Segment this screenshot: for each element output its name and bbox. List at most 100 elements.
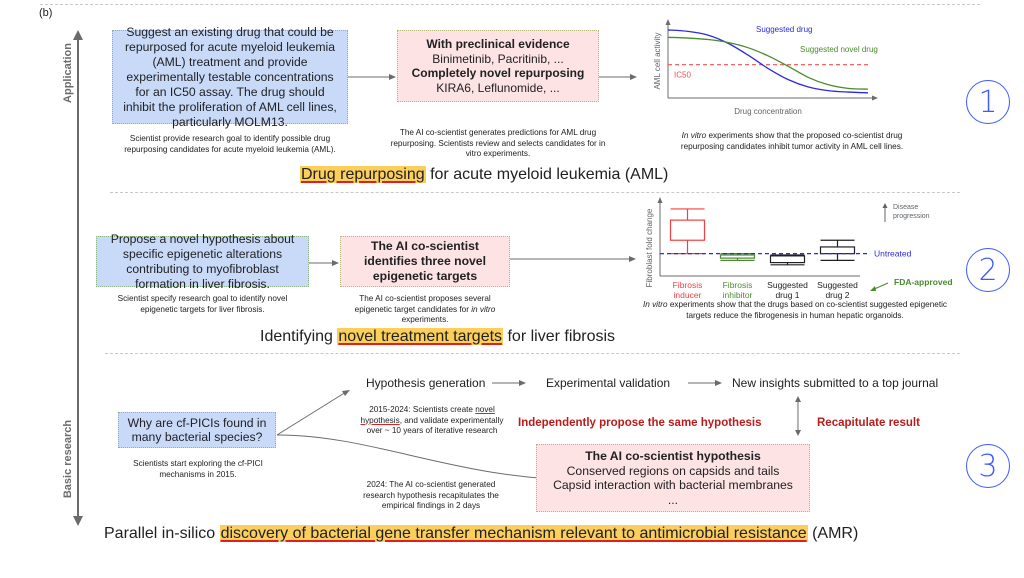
- section2-ai-caption-post: experiments.: [401, 315, 449, 324]
- human-caption-novel: novel: [475, 405, 495, 414]
- chart1-x-axis-arrow: [872, 95, 878, 101]
- chart2-category-label-3: Suggested: [767, 280, 808, 290]
- axis-label-application: Application: [62, 43, 74, 103]
- disease-progression-label: Disease: [893, 204, 918, 211]
- disease-progression-label-line2: progression: [893, 213, 930, 220]
- chart2-category-label-4-line2: drug 2: [825, 290, 849, 300]
- fibroblast-boxplot-chart: Untreated FibrosisinducerFibrosisinhibit…: [645, 197, 953, 300]
- chart1-legend-suggested-drug: Suggested drug: [756, 25, 813, 34]
- chart1-y-axis-arrow: [665, 19, 671, 25]
- chart2-category-label-1: Fibrosis: [673, 280, 703, 290]
- chart2-category-label-1-line2: inducer: [674, 290, 702, 300]
- section1-ai-box: With preclinical evidence Binimetinib, P…: [397, 30, 599, 102]
- section3-ai-line2: Capsid interaction with bacterial membra…: [553, 478, 793, 492]
- section2-divider: [105, 353, 960, 354]
- section2-goal-text: Propose a novel hypothesis about specifi…: [110, 231, 295, 291]
- section1-ai-line2: KIRA6, Leflunomide, ...: [436, 80, 560, 95]
- section2-arrow-2: [510, 256, 636, 262]
- section3-ai-heading: The AI co-scientist hypothesis: [585, 449, 761, 463]
- section2-arrow-1: [309, 260, 339, 266]
- section1-goal-box: Suggest an existing drug that could be r…: [112, 25, 348, 129]
- box-iqr: [669, 219, 706, 241]
- section2-ai-caption-italic: in vitro: [471, 304, 496, 314]
- section1-ai-heading1: With preclinical evidence: [426, 37, 570, 51]
- section1-divider: [110, 192, 960, 193]
- box-iqr: [769, 255, 806, 264]
- chart1-legend-suggested-novel-drug: Suggested novel drug: [800, 45, 878, 54]
- axis-label-basic-research: Basic research: [62, 419, 74, 499]
- section2-ai-caption: The AI co-scientist proposes several epi…: [340, 294, 510, 326]
- section2-title: Identifying novel treatment targets for …: [260, 328, 615, 346]
- section1-title: Drug repurposing for acute myeloid leuke…: [300, 166, 668, 184]
- section3-ai-caption: 2024: The AI co-scientist generated rese…: [363, 480, 499, 510]
- chart1-series-line-1: [667, 29, 869, 94]
- chart1-ic50-label: IC50: [674, 71, 691, 80]
- section-number-3: 3: [966, 444, 1010, 488]
- section2-title-pre: Identifying: [260, 328, 338, 345]
- arrow-up-icon: [73, 30, 83, 40]
- section2-ai-heading: The AI co-scientist identifies three nov…: [364, 239, 486, 283]
- section2-ai-caption-pre: The AI co-scientist proposes several epi…: [354, 294, 491, 314]
- section1-goal-text: Suggest an existing drug that could be r…: [123, 24, 337, 129]
- section1-arrow-2: [599, 74, 637, 80]
- fda-approved-arrow-head: [870, 286, 876, 291]
- chart1-series-line-2: [667, 36, 869, 90]
- section3-human-caption: 2015-2024: Scientists create novel hypot…: [358, 405, 506, 437]
- section3-ai-line3: ...: [667, 492, 679, 507]
- top-divider: [40, 4, 980, 5]
- section1-goal-caption: Scientist provide research goal to ident…: [124, 134, 336, 154]
- section2-title-highlight: novel treatment targets: [337, 328, 504, 345]
- fda-approved-label: FDA-approved: [894, 277, 953, 287]
- chart2-box-4: [819, 239, 856, 261]
- section1-result-caption: In vitro experiments show that the propo…: [672, 131, 912, 152]
- recapitulate-result-text: Recapitulate result: [817, 417, 920, 429]
- section1-result-caption-rest: experiments show that the proposed co-sc…: [680, 131, 904, 151]
- application-basic-axis-arrow: [73, 30, 83, 526]
- chart2-category-label-2-line2: inhibitor: [723, 290, 753, 300]
- chart2-box-1: [669, 208, 706, 255]
- chart2-box-3: [769, 254, 806, 266]
- section2-ai-box: The AI co-scientist identifies three nov…: [340, 236, 510, 287]
- section1-ai-line1: Binimetinib, Pacritinib, ...: [432, 51, 564, 66]
- section2-goal-box: Propose a novel hypothesis about specifi…: [96, 232, 309, 291]
- section1-result-caption-italic: In vitro: [681, 131, 707, 140]
- section1-arrow-1: [348, 74, 396, 80]
- arrow-down-icon: [73, 516, 83, 526]
- chart1-x-axis-label: Drug concentration: [734, 107, 802, 116]
- section2-result-caption: In vitro experiments show that the drugs…: [640, 300, 950, 321]
- independent-proposal-text: Independently propose the same hypothesi…: [518, 417, 762, 429]
- section1-title-rest: for acute myeloid leukemia (AML): [425, 166, 669, 183]
- section3-title-highlight: discovery of bacterial gene transfer mec…: [219, 525, 808, 542]
- box-iqr: [819, 246, 856, 255]
- double-arrow: [795, 396, 801, 436]
- flow-arrow-1: [492, 380, 526, 386]
- chart2-y-axis-label: Fibroblast fold change: [645, 208, 654, 287]
- section1-ai-heading2: Completely novel repurposing: [411, 66, 585, 80]
- human-caption-post: , and validate experimentally over ~ 10 …: [366, 415, 504, 436]
- section2-result-caption-italic: In vitro: [642, 300, 668, 309]
- section1-title-highlight: Drug repurposing: [300, 166, 426, 183]
- chart1-y-axis-label: AML cell activity: [653, 32, 662, 89]
- section3-ai-box: The AI co-scientist hypothesis Conserved…: [536, 444, 810, 512]
- flow-step-new-insights: New insights submitted to a top journal: [732, 376, 939, 390]
- disease-progression-arrow-head: [882, 203, 888, 208]
- section3-title-pre: Parallel in-silico: [104, 525, 220, 542]
- chart2-category-label-3-line2: drug 1: [775, 290, 799, 300]
- flow-step-experimental-validation: Experimental validation: [546, 376, 671, 390]
- flow-step-hypothesis-generation: Hypothesis generation: [366, 376, 486, 390]
- section2-goal-caption: Scientist specify research goal to ident…: [117, 294, 288, 314]
- flow-arrow-2: [688, 380, 722, 386]
- section-number-2: 2: [966, 248, 1010, 292]
- section3-goal-text: Why are cf-PICIs found in many bacterial…: [127, 415, 267, 445]
- section3-title-rest: (AMR): [807, 525, 859, 542]
- section2-result-caption-rest: experiments show that the drugs based on…: [667, 300, 948, 320]
- box-iqr: [719, 254, 756, 259]
- panel-label: (b): [39, 7, 53, 19]
- chart2-box-2: [719, 253, 756, 261]
- section3-ai-line1: Conserved regions on capsids and tails: [566, 463, 780, 478]
- section3-title: Parallel in-silico discovery of bacteria…: [104, 525, 858, 543]
- section-number-1: 1: [966, 80, 1010, 124]
- chart2-untreated-label: Untreated: [874, 249, 912, 259]
- section1-ai-caption: The AI co-scientist generates prediction…: [390, 128, 606, 158]
